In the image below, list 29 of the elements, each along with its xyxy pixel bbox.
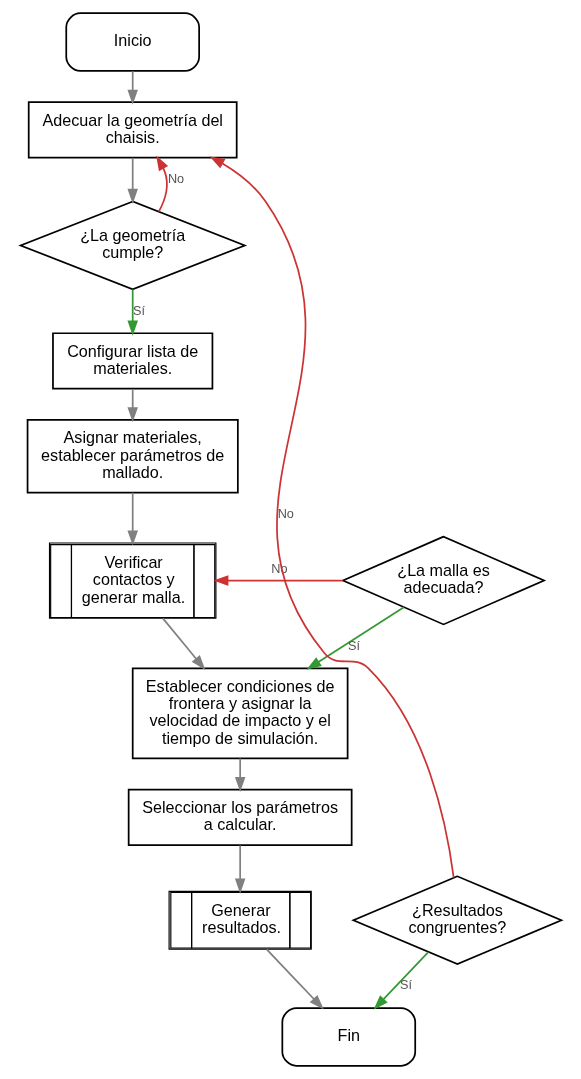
node-box: Configurar lista de materiales. [51, 332, 213, 390]
node-box: Adecuar la geometría del chaisis. [27, 101, 238, 159]
arrow [126, 288, 138, 336]
arrow [373, 951, 429, 1010]
arrow [126, 388, 138, 423]
node-diamond: ¿Resultados congruentes? [350, 875, 564, 966]
arrow [126, 491, 138, 546]
node-diamond: ¿La malla es adecuada? [340, 535, 546, 626]
edge-label: Sí [132, 302, 145, 318]
edge-label: Sí [347, 637, 360, 653]
edge-label: No [167, 170, 184, 186]
arrow [155, 155, 168, 213]
node-diamond: ¿La geometría cumple? [17, 200, 247, 291]
arrow [265, 948, 324, 1010]
arrow [212, 575, 344, 586]
arrow [305, 606, 405, 670]
node-box: Establecer condiciones de frontera y asignar la velocidad de impacto y el tiempo de simulación. [131, 667, 348, 760]
node-box: Inicio [64, 12, 200, 72]
edge-label: Sí [399, 977, 412, 993]
arrow [161, 617, 205, 670]
node-box: Seleccionar los parámetros a calcular. [127, 788, 353, 846]
node-box: Fin [280, 1007, 416, 1067]
arrow [126, 157, 138, 204]
edge-label: No [277, 505, 294, 521]
arrow [209, 156, 455, 879]
node-box: Asignar materiales, establecer parámetros de mallado. [26, 419, 239, 494]
arrow [234, 844, 245, 894]
arrow [234, 757, 245, 793]
arrow [126, 70, 138, 105]
